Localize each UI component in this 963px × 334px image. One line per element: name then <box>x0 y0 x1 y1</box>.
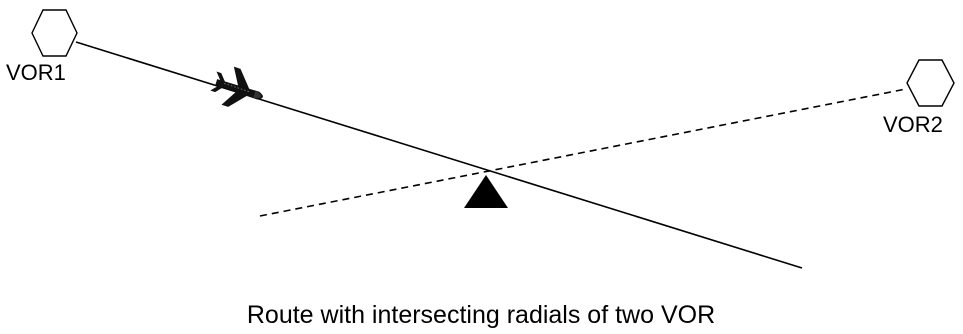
vor2-hexagon-icon <box>906 59 955 107</box>
diagram-caption: Route with intersecting radials of two V… <box>247 301 715 329</box>
airplane-icon <box>210 66 263 107</box>
vor2-radial-line <box>259 88 907 217</box>
vor1-hexagon-icon <box>31 9 78 57</box>
vor2-label: VOR2 <box>883 112 943 137</box>
intersection-triangle-icon <box>464 175 508 208</box>
route-line <box>75 41 803 269</box>
vor1-label: VOR1 <box>6 60 66 85</box>
